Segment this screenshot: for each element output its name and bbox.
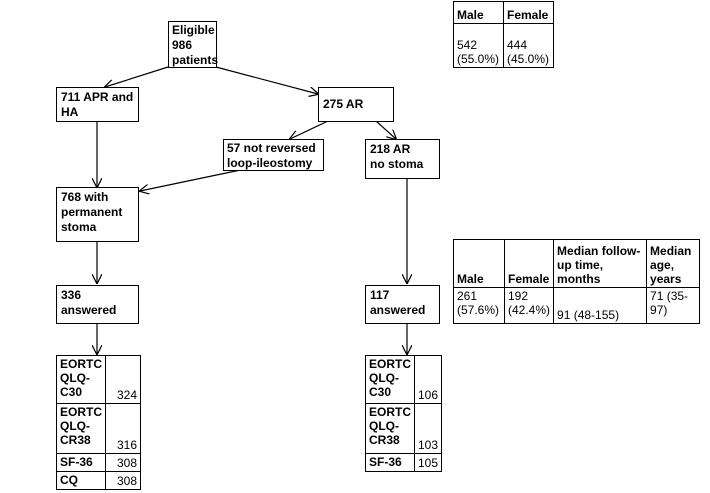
permanent-stoma-box: 768 with permanent stoma [56, 187, 139, 242]
table-header: Median age, years [646, 239, 700, 288]
table-header: Male [453, 239, 505, 288]
arrow-ar-to-no-stoma [375, 120, 396, 139]
right-questionnaire-table: EORTC QLQ- C30 106 EORTC QLQ- CR38 103 S… [365, 355, 443, 472]
table-row: EORTC QLQ- C30 106 [365, 355, 443, 404]
questionnaire-count: 316 [105, 403, 141, 454]
answered-left-label: 336 answered [61, 288, 117, 317]
questionnaire-count: 308 [105, 453, 141, 472]
table-header: Female [503, 1, 554, 24]
answered-demographics-table: Male Female Median follow- up time, mont… [453, 239, 700, 324]
eligible-box: Eligible 986 patients [168, 21, 219, 68]
table-row: CQ 308 [56, 471, 141, 490]
answered-right-label: 117 answered [370, 288, 426, 317]
questionnaire-name: CQ [56, 471, 106, 490]
table-header: Male [453, 1, 504, 24]
table-header: Median follow- up time, months [553, 239, 648, 288]
table-cell: 444 (45.0%) [503, 23, 554, 68]
table-cell: 91 (48-155) [553, 287, 648, 324]
apr-box: 711 APR and HA [56, 87, 139, 122]
ar-box: 275 AR [318, 87, 394, 122]
questionnaire-name: SF-36 [365, 453, 415, 472]
questionnaire-count: 324 [105, 355, 141, 404]
questionnaire-name: EORTC QLQ- C30 [56, 355, 106, 404]
questionnaire-count: 103 [413, 403, 443, 454]
table-row: EORTC QLQ- C30 324 [56, 355, 141, 404]
table-cell: 542 (55.0%) [453, 23, 504, 68]
table-cell: 192 (42.4%) [503, 287, 555, 324]
questionnaire-name: EORTC QLQ- CR38 [365, 403, 415, 454]
arrow-eligible-to-apr [105, 66, 169, 87]
questionnaire-count: 106 [413, 355, 443, 404]
not-reversed-box: 57 not reversed loop-ileostomy [223, 139, 324, 171]
eligible-label: Eligible 986 patients [172, 23, 219, 67]
ar-no-stoma-label: 218 AR no stoma [370, 142, 424, 171]
arrow-not-reversed-to-permanent [140, 167, 251, 191]
not-reversed-label: 57 not reversed loop-ileostomy [227, 141, 316, 170]
table-cell: 261 (57.6%) [453, 287, 505, 324]
table-row: 542 (55.0%) 444 (45.0%) [453, 23, 554, 68]
answered-right-box: 117 answered [365, 285, 440, 324]
questionnaire-name: EORTC QLQ- C30 [365, 355, 415, 404]
ar-no-stoma-box: 218 AR no stoma [365, 139, 440, 179]
table-header: Female [503, 239, 555, 288]
table-row: SF-36 308 [56, 453, 141, 472]
questionnaire-count: 105 [413, 453, 443, 472]
table-cell: 71 (35- 97) [646, 287, 700, 324]
permanent-stoma-label: 768 with permanent stoma [61, 190, 123, 234]
table-row: 261 (57.6%) 192 (42.4%) 91 (48-155) 71 (… [453, 287, 700, 324]
questionnaire-name: EORTC QLQ- CR38 [56, 403, 106, 454]
questionnaire-count: 308 [105, 471, 141, 490]
left-questionnaire-table: EORTC QLQ- C30 324 EORTC QLQ- CR38 316 S… [56, 355, 141, 490]
questionnaire-name: SF-36 [56, 453, 106, 472]
ar-label: 275 AR [323, 97, 364, 111]
table-row: Male Female [453, 1, 554, 24]
table-row: EORTC QLQ- CR38 316 [56, 403, 141, 454]
table-row: EORTC QLQ- CR38 103 [365, 403, 443, 454]
answered-left-box: 336 answered [56, 285, 139, 324]
table-row: SF-36 105 [365, 453, 443, 472]
apr-label: 711 APR and HA [61, 90, 134, 119]
arrow-ar-to-not-reversed [290, 120, 329, 139]
eligible-sex-table: Male Female 542 (55.0%) 444 (45.0%) [453, 1, 554, 68]
table-row: Male Female Median follow- up time, mont… [453, 239, 700, 288]
arrow-eligible-to-ar [215, 66, 318, 94]
